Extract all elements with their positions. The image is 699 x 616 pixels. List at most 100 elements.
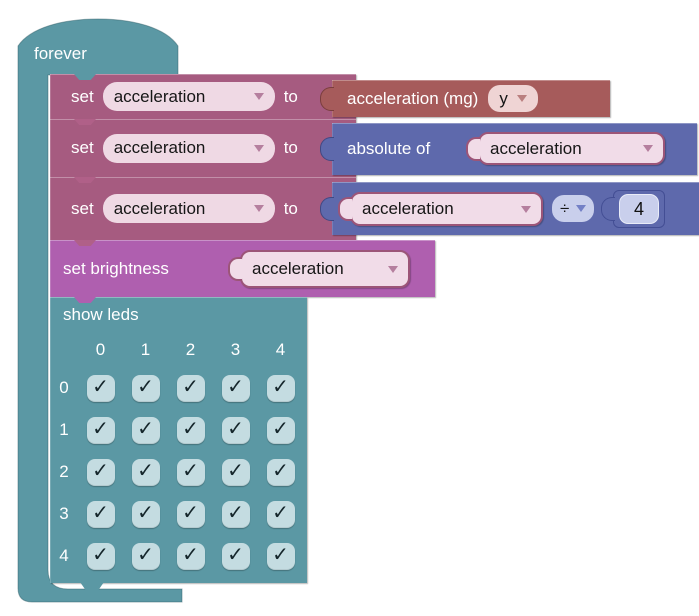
led-checkbox[interactable]: ✓ — [266, 374, 295, 402]
led-checkbox[interactable]: ✓ — [131, 542, 160, 570]
operator-dropdown-value: ÷ — [560, 198, 570, 218]
dropdown-arrow-icon — [521, 205, 531, 213]
check-icon: ✓ — [272, 376, 289, 398]
set-brightness-block[interactable]: set brightness acceleration — [50, 240, 435, 297]
led-checkbox[interactable]: ✓ — [131, 374, 160, 402]
set-variable-block-1[interactable]: set acceleration to — [50, 74, 356, 119]
set-variable-block-2[interactable]: set acceleration to — [50, 119, 356, 177]
variable-block[interactable]: acceleration — [350, 192, 543, 226]
led-checkbox[interactable]: ✓ — [176, 458, 205, 486]
set-brightness-label: set brightness — [63, 258, 169, 278]
division-block[interactable]: acceleration ÷ 4 — [332, 182, 699, 235]
led-row-header: 4 — [59, 546, 69, 565]
check-icon: ✓ — [137, 460, 154, 482]
led-row-header: 3 — [59, 504, 69, 523]
variable-block[interactable]: acceleration — [478, 132, 665, 165]
set-label: set — [71, 138, 94, 157]
check-icon: ✓ — [227, 460, 244, 482]
axis-dropdown[interactable]: y — [488, 85, 539, 112]
led-checkbox[interactable]: ✓ — [266, 542, 295, 570]
dropdown-arrow-icon — [253, 93, 264, 100]
check-icon: ✓ — [182, 502, 199, 524]
led-col-header: 1 — [140, 340, 151, 359]
led-checkbox[interactable]: ✓ — [176, 374, 205, 402]
to-label: to — [283, 198, 298, 218]
dropdown-arrow-icon — [517, 95, 528, 102]
led-row-header: 2 — [59, 462, 69, 481]
led-checkbox[interactable]: ✓ — [131, 500, 160, 528]
variable-dropdown[interactable]: acceleration — [102, 82, 275, 111]
to-label: to — [283, 138, 298, 157]
led-checkbox[interactable]: ✓ — [266, 458, 295, 486]
check-icon: ✓ — [137, 418, 154, 440]
led-col-header: 0 — [95, 340, 106, 359]
led-checkbox[interactable]: ✓ — [221, 542, 250, 570]
dropdown-arrow-icon — [253, 144, 264, 152]
acceleration-mg-block[interactable]: acceleration (mg) y — [332, 80, 610, 117]
check-icon: ✓ — [227, 418, 244, 440]
set-variable-block-3[interactable]: set acceleration to — [50, 177, 356, 240]
show-leds-label: show leds — [63, 305, 139, 324]
check-icon: ✓ — [227, 544, 244, 566]
led-checkbox[interactable]: ✓ — [131, 416, 160, 444]
led-checkbox[interactable]: ✓ — [221, 458, 250, 486]
check-icon: ✓ — [182, 460, 199, 482]
dropdown-arrow-icon — [643, 145, 653, 152]
operator-dropdown[interactable]: ÷ — [552, 195, 594, 222]
variable-block[interactable]: acceleration — [240, 250, 410, 288]
number-field[interactable]: 4 — [619, 194, 659, 224]
absolute-of-block[interactable]: absolute of acceleration — [332, 123, 697, 175]
forever-block-label: forever — [34, 44, 87, 63]
check-icon: ✓ — [227, 376, 244, 398]
led-checkbox[interactable]: ✓ — [176, 500, 205, 528]
led-checkbox[interactable]: ✓ — [176, 542, 205, 570]
led-checkbox[interactable]: ✓ — [176, 416, 205, 444]
variable-dropdown[interactable]: acceleration — [102, 133, 275, 163]
variable-dropdown-value: acceleration — [113, 86, 206, 106]
check-icon: ✓ — [272, 460, 289, 482]
check-icon: ✓ — [137, 502, 154, 524]
check-icon: ✓ — [137, 376, 154, 398]
led-checkbox[interactable]: ✓ — [86, 458, 115, 486]
check-icon: ✓ — [182, 376, 199, 398]
led-checkbox[interactable]: ✓ — [266, 500, 295, 528]
variable-dropdown-value: acceleration — [113, 138, 206, 157]
led-checkbox[interactable]: ✓ — [221, 374, 250, 402]
led-checkbox[interactable]: ✓ — [86, 374, 115, 402]
led-checkbox[interactable]: ✓ — [131, 458, 160, 486]
check-icon: ✓ — [182, 418, 199, 440]
led-checkbox[interactable]: ✓ — [221, 500, 250, 528]
check-icon: ✓ — [272, 418, 289, 440]
dropdown-arrow-icon — [388, 265, 398, 273]
set-label: set — [71, 198, 94, 218]
check-icon: ✓ — [92, 502, 109, 524]
led-checkbox[interactable]: ✓ — [86, 542, 115, 570]
check-icon: ✓ — [92, 460, 109, 482]
to-label: to — [283, 86, 298, 106]
led-checkbox[interactable]: ✓ — [86, 500, 115, 528]
dropdown-arrow-icon — [253, 205, 264, 212]
variable-name: acceleration — [362, 199, 454, 218]
led-checkbox[interactable]: ✓ — [266, 416, 295, 444]
absolute-of-label: absolute of — [347, 139, 431, 158]
check-icon: ✓ — [92, 376, 109, 398]
variable-dropdown[interactable]: acceleration — [102, 194, 275, 223]
check-icon: ✓ — [92, 418, 109, 440]
axis-dropdown-value: y — [499, 88, 508, 108]
led-col-header: 4 — [275, 340, 286, 359]
acceleration-mg-label: acceleration (mg) — [347, 88, 479, 108]
led-checkbox[interactable]: ✓ — [86, 416, 115, 444]
led-col-header: 3 — [230, 340, 241, 359]
variable-name: acceleration — [490, 138, 582, 158]
variable-dropdown-value: acceleration — [113, 198, 206, 218]
set-label: set — [71, 86, 94, 106]
led-checkbox[interactable]: ✓ — [221, 416, 250, 444]
check-icon: ✓ — [272, 502, 289, 524]
variable-name: acceleration — [252, 259, 344, 278]
number-shadow-block[interactable]: 4 — [613, 190, 665, 228]
check-icon: ✓ — [137, 544, 154, 566]
dropdown-arrow-icon — [576, 205, 586, 212]
